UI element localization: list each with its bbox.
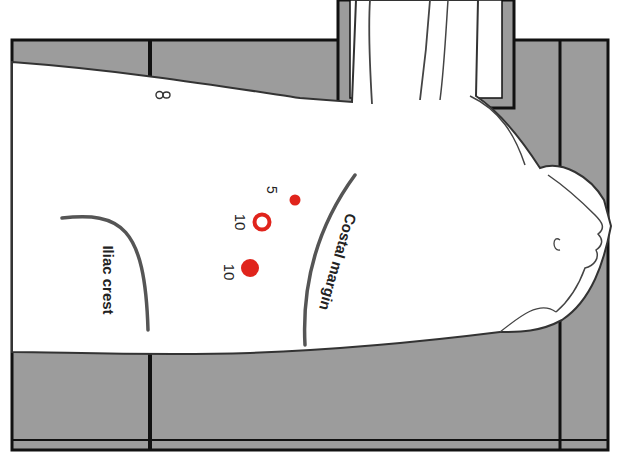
arm-outline <box>440 0 448 100</box>
umbilicus-mark <box>156 92 170 99</box>
port-site-5mm <box>290 195 301 206</box>
ear <box>554 239 560 250</box>
port-size-number: 5 <box>265 186 279 194</box>
iliac-crest-line <box>62 217 148 330</box>
port-site-10mm-camera <box>255 215 270 230</box>
table-edge <box>12 439 608 441</box>
arm-outline <box>420 0 430 100</box>
arm-outline <box>369 0 372 104</box>
port-size-number: 10 <box>233 214 248 231</box>
port-site-10mm <box>241 259 259 277</box>
patient-body <box>12 0 611 354</box>
port-size-number: 10 <box>222 264 237 281</box>
landmark-label: Iliac crest <box>101 245 116 314</box>
face-profile <box>548 175 602 312</box>
neck-outline <box>500 308 556 332</box>
shoulder-outline <box>470 96 525 165</box>
